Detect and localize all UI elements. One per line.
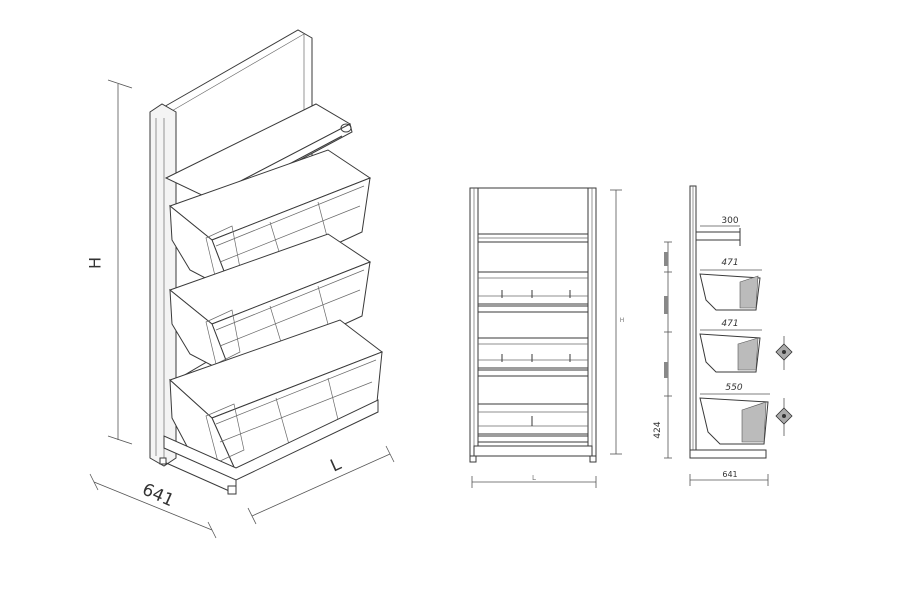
iso-base bbox=[159, 399, 379, 495]
isometric-view: H 641 L bbox=[86, 29, 395, 539]
side-basket-1-label: 471 bbox=[721, 258, 738, 268]
iso-height-label: H bbox=[86, 257, 105, 269]
side-basket-2-label: 471 bbox=[721, 319, 738, 329]
front-view: H L bbox=[469, 187, 625, 488]
iso-height-dimension: H bbox=[86, 79, 133, 445]
side-spacing-label: 424 bbox=[653, 421, 663, 438]
side-diamond-marker-1 bbox=[775, 336, 793, 370]
side-spacing-dimensions: 424 bbox=[653, 241, 672, 459]
side-depth-dimension: 641 bbox=[689, 470, 769, 486]
iso-left-upright bbox=[149, 103, 177, 467]
side-basket-3-label: 550 bbox=[725, 383, 742, 393]
side-base bbox=[689, 449, 767, 459]
side-diamond-marker-2 bbox=[775, 398, 793, 436]
side-top-shelf: 300 bbox=[696, 216, 741, 246]
front-length-dimension: L bbox=[471, 474, 597, 488]
side-basket-3: 550 bbox=[699, 383, 770, 445]
front-base bbox=[473, 445, 593, 457]
side-view: 300 471 471 550 bbox=[653, 185, 793, 486]
front-height-dimension: H bbox=[610, 189, 625, 455]
front-basket-1 bbox=[477, 271, 589, 313]
front-length-label: L bbox=[532, 474, 536, 482]
side-basket-2: 471 bbox=[699, 319, 762, 373]
side-top-shelf-label: 300 bbox=[721, 216, 738, 226]
side-depth-label: 641 bbox=[722, 470, 737, 479]
front-basket-3 bbox=[477, 403, 589, 443]
iso-depth-label: 641 bbox=[139, 480, 177, 511]
front-basket-2 bbox=[477, 337, 589, 377]
side-basket-1: 471 bbox=[699, 258, 762, 311]
iso-depth-dimension: 641 bbox=[89, 473, 217, 539]
iso-length-label: L bbox=[328, 454, 345, 476]
front-height-label: H bbox=[620, 317, 625, 324]
iso-basket-2 bbox=[168, 233, 372, 378]
